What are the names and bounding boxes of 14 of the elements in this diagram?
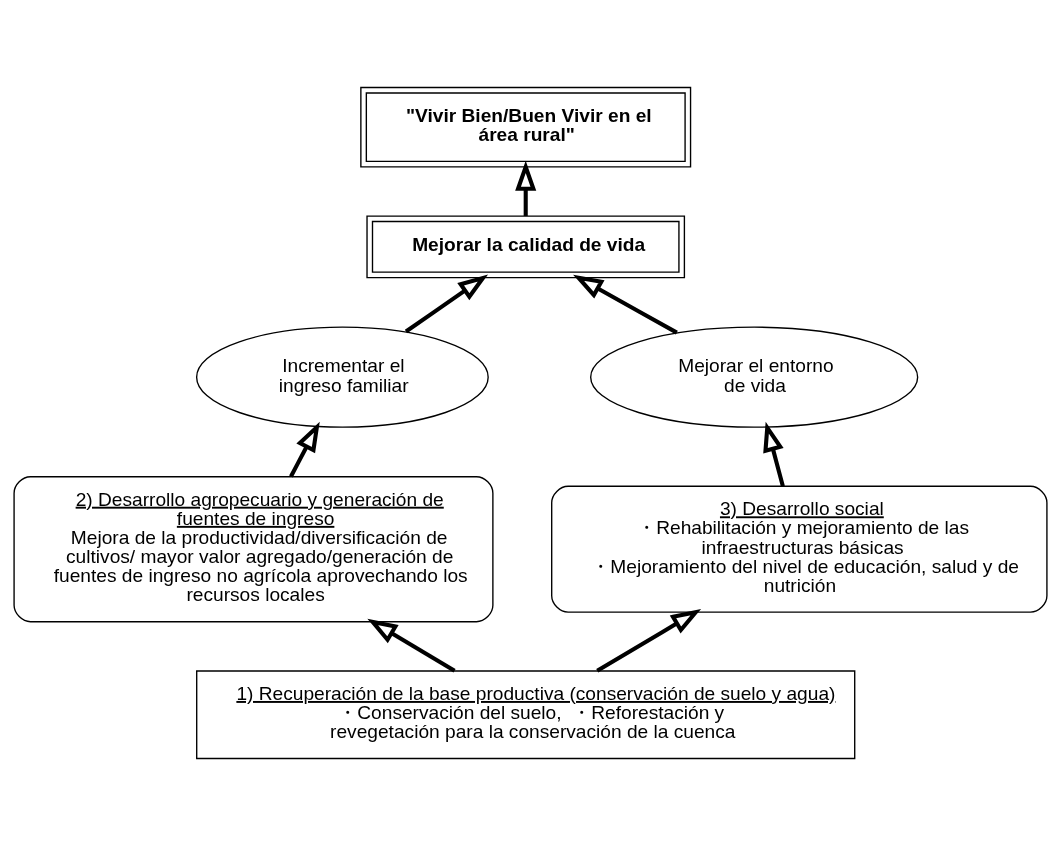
node-ellipse: Mejorar el entorno de vida <box>590 326 919 428</box>
node-box: Mejorar la calidad de vida <box>366 215 686 279</box>
arrow <box>573 274 678 335</box>
arrow <box>367 618 456 673</box>
node-box: 2) Desarrollo agropecuario y generación de fuentes de ingreso Mejora de la productividad/diversificación de cultivos/ mayor valor agregado/generación de fuentes de ingreso no agrícola aprovechando los recursos locales <box>13 476 494 623</box>
arrow <box>763 421 785 487</box>
node-ellipse: Incrementar el ingreso familiar <box>195 326 489 428</box>
node-box: 3) Desarrollo social ・Rehabilitación y mejoramiento de las infraestructuras básicas ・Mejoramiento del nivel de educación, salud y de nutrición <box>551 485 1048 613</box>
node-box: "Vivir Bien/Buen Vivir en el área rural" <box>360 86 692 168</box>
arrow <box>289 421 320 478</box>
arrow <box>404 274 489 334</box>
arrow <box>515 160 537 216</box>
arrow <box>596 609 702 673</box>
node-box: 1) Recuperación de la base productiva (conservación de suelo y agua) ・Conservación del suelo, ・Reforestación y revegetación para la conservación de la cuenca <box>196 670 856 760</box>
